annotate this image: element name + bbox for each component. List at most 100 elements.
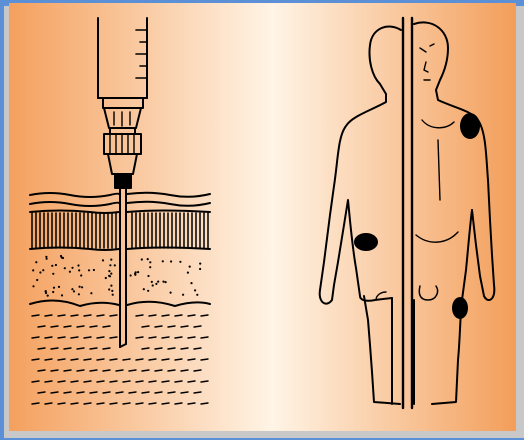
- fat-dot: [108, 270, 110, 272]
- muscle-dash: [116, 392, 123, 393]
- muscle-dash: [45, 359, 52, 360]
- muscle-dash: [168, 348, 175, 349]
- muscle-dash: [84, 403, 91, 404]
- fat-dot: [165, 281, 167, 283]
- muscle-dash: [116, 370, 123, 371]
- fat-dot: [112, 294, 114, 296]
- fat-dot: [130, 274, 132, 276]
- muscle-dash: [155, 326, 162, 327]
- muscle-dash: [181, 326, 188, 327]
- muscle-dash: [51, 348, 58, 349]
- muscle-dash: [162, 315, 169, 316]
- fat-dot: [147, 290, 149, 292]
- fat-dot: [69, 271, 71, 273]
- muscle-dash: [84, 315, 91, 316]
- fat-dot: [141, 258, 143, 260]
- muscle-dash: [201, 337, 208, 338]
- muscle-dash: [71, 337, 78, 338]
- muscle-dash: [149, 403, 156, 404]
- muscle-dash: [90, 370, 97, 371]
- fat-dot: [134, 274, 136, 276]
- muscle-dash: [175, 381, 182, 382]
- fat-dot: [149, 266, 151, 268]
- muscle-dash: [84, 337, 91, 338]
- muscle-dash: [162, 403, 169, 404]
- muscle-dash: [201, 381, 208, 382]
- muscle-dash: [32, 403, 39, 404]
- fat-dot: [189, 266, 191, 268]
- fat-dot: [64, 267, 66, 269]
- fat-dot: [102, 259, 104, 261]
- muscle-dash: [97, 315, 104, 316]
- muscle-dash: [45, 337, 52, 338]
- muscle-dash: [51, 370, 58, 371]
- muscle-dash: [38, 392, 45, 393]
- muscle-dash: [175, 315, 182, 316]
- muscle-dash: [149, 381, 156, 382]
- fat-dot: [32, 269, 34, 271]
- fat-dot: [182, 294, 184, 296]
- muscle-dash: [45, 381, 52, 382]
- muscle-dash: [90, 348, 97, 349]
- fat-dot: [162, 260, 164, 262]
- muscle-dash: [149, 359, 156, 360]
- syringe-hub: [103, 98, 143, 188]
- muscle-dash: [77, 370, 84, 371]
- muscle-dash: [194, 326, 201, 327]
- fat-dot: [35, 261, 37, 263]
- site-upper-arm-marker: [460, 113, 480, 139]
- fat-dot: [170, 260, 172, 262]
- muscle-dash: [168, 370, 175, 371]
- muscle-dash: [58, 403, 65, 404]
- muscle-dash: [142, 348, 149, 349]
- muscle-dash: [90, 326, 97, 327]
- muscle-dash: [123, 359, 130, 360]
- muscle-dash: [64, 326, 71, 327]
- muscle-dash: [188, 359, 195, 360]
- fat-dot: [152, 284, 154, 286]
- muscle-dash: [149, 315, 156, 316]
- fat-dot: [61, 294, 63, 296]
- fat-dot: [53, 287, 55, 289]
- muscle-dash: [32, 337, 39, 338]
- muscle-dash: [103, 326, 110, 327]
- muscle-dash: [71, 359, 78, 360]
- muscle-dash: [129, 392, 136, 393]
- muscle-dash: [175, 359, 182, 360]
- muscle-dash: [123, 381, 130, 382]
- muscle-dash: [168, 392, 175, 393]
- muscle-dash: [181, 348, 188, 349]
- muscle-dash: [84, 359, 91, 360]
- muscle-dash: [162, 381, 169, 382]
- muscle-dash: [103, 392, 110, 393]
- muscle-dash: [97, 403, 104, 404]
- fat-dot: [149, 261, 151, 263]
- fat-dot: [155, 283, 157, 285]
- fat-dot: [137, 271, 139, 273]
- fat-dot: [42, 269, 44, 271]
- muscle-dash: [97, 359, 104, 360]
- fat-dot: [52, 291, 54, 293]
- body-divider: [403, 18, 412, 408]
- site-abdomen-marker: [354, 233, 378, 251]
- muscle-dash: [32, 359, 39, 360]
- fat-dot: [80, 274, 82, 276]
- muscle-dash: [194, 392, 201, 393]
- fat-dot: [105, 277, 107, 279]
- muscle-dash: [136, 337, 143, 338]
- muscle-dash: [188, 403, 195, 404]
- fat-dot: [47, 295, 49, 297]
- fat-dot: [199, 263, 201, 265]
- muscle-dash: [194, 370, 201, 371]
- muscle-dash: [162, 337, 169, 338]
- muscle-dash: [84, 381, 91, 382]
- fat-dot: [151, 281, 153, 283]
- muscle-dash: [32, 315, 39, 316]
- muscle-dash: [188, 337, 195, 338]
- muscle-dash: [168, 326, 175, 327]
- muscle-dash: [142, 370, 149, 371]
- muscle-dash: [162, 359, 169, 360]
- muscle-dash: [136, 359, 143, 360]
- fat-dot: [147, 258, 149, 260]
- fat-dot: [110, 259, 112, 261]
